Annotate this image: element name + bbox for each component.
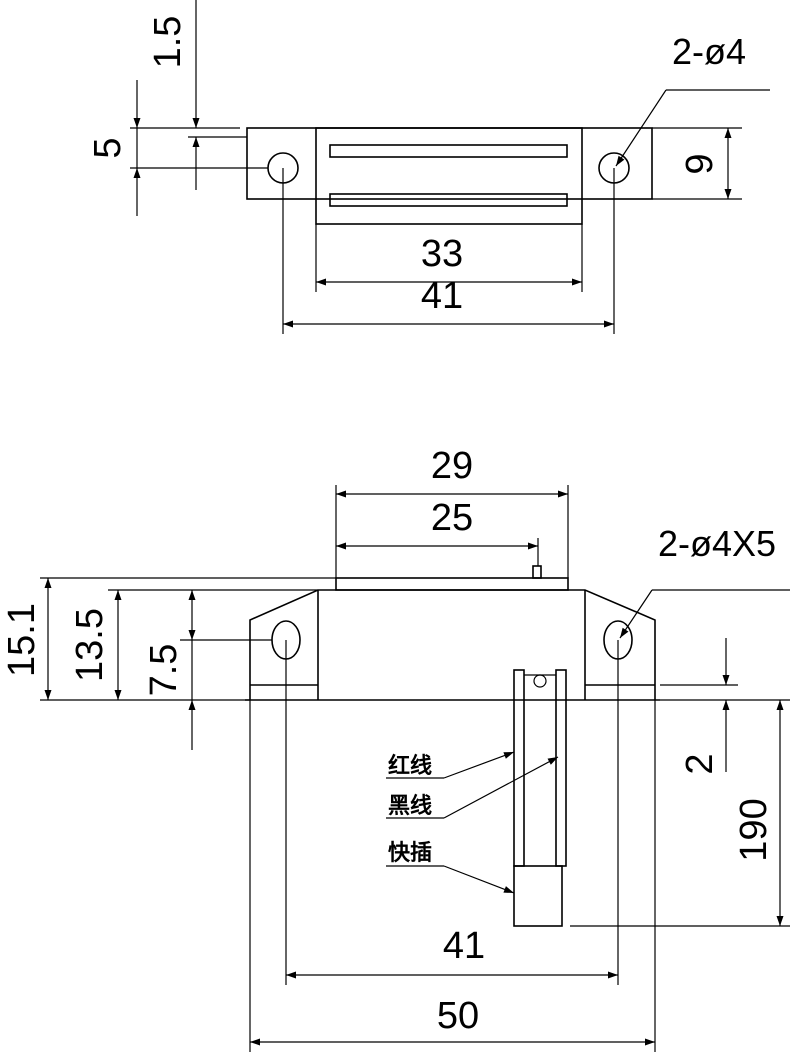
front-view: 红线 黑线 快插 29 25 2-ø4X5 15.1 13.5 bbox=[1, 445, 790, 1052]
dim-2-label: 2 bbox=[679, 753, 721, 774]
front-top-cap bbox=[335, 577, 569, 591]
label-quick-plug: 快插 bbox=[388, 841, 432, 866]
dim-7-5-label: 7.5 bbox=[143, 644, 185, 697]
top-slot-upper bbox=[329, 144, 568, 158]
front-pin bbox=[532, 565, 542, 579]
dim-190-label: 190 bbox=[733, 798, 775, 861]
wire-clip-hole bbox=[533, 674, 547, 688]
top-flange-outline bbox=[246, 127, 653, 200]
dim-50-label: 50 bbox=[437, 995, 479, 1037]
dim-5-label: 5 bbox=[87, 137, 129, 158]
label-red-wire: 红线 bbox=[388, 753, 432, 779]
quick-plug-connector bbox=[513, 865, 563, 927]
dim-29-label: 29 bbox=[431, 445, 473, 487]
front-hole-callout: 2-ø4X5 bbox=[658, 523, 776, 564]
dim-15-1-label: 15.1 bbox=[1, 603, 43, 677]
dim-41-bottom-label: 41 bbox=[443, 925, 485, 967]
dim-1-5-label: 1.5 bbox=[147, 16, 189, 69]
top-slot-lower bbox=[329, 193, 568, 207]
dim-13-5-label: 13.5 bbox=[69, 608, 111, 682]
top-view: 5 1.5 9 2-ø4 33 41 bbox=[87, 0, 770, 334]
dim-33-label: 33 bbox=[421, 233, 463, 275]
front-body-outline bbox=[249, 589, 656, 700]
dim-41-top-label: 41 bbox=[421, 275, 463, 317]
dim-25-label: 25 bbox=[431, 497, 473, 539]
top-center-block bbox=[315, 127, 583, 225]
top-hole-callout: 2-ø4 bbox=[672, 31, 746, 72]
dim-9-label: 9 bbox=[679, 153, 721, 174]
label-black-wire: 黑线 bbox=[388, 793, 432, 819]
